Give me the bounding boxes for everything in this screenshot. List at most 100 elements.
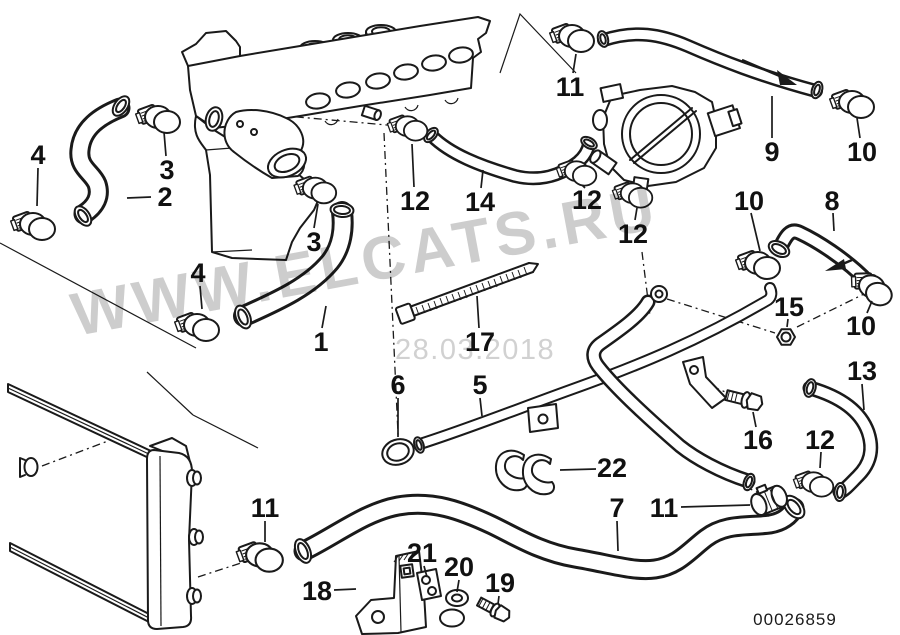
callout-leader-17 [476, 295, 480, 329]
callout-7[interactable]: 7 [609, 493, 624, 523]
callout-leader-3 [163, 131, 167, 157]
bolt-16 [724, 389, 764, 412]
hose-2 [69, 95, 131, 227]
callout-leader-3 [313, 203, 319, 229]
throttle-connector [706, 104, 743, 138]
callout-19[interactable]: 19 [485, 568, 515, 598]
callout-8[interactable]: 8 [824, 186, 839, 216]
callout-17[interactable]: 17 [465, 327, 495, 357]
callout-leader-2 [126, 196, 152, 199]
callout-leader-22 [559, 468, 597, 471]
callout-13[interactable]: 13 [847, 356, 877, 386]
callout-leader-8 [832, 212, 835, 232]
callout-leader-19 [497, 595, 500, 605]
callout-11[interactable]: 11 [251, 493, 280, 523]
head-band [187, 16, 491, 129]
callout-5[interactable]: 5 [472, 370, 487, 400]
callout-4[interactable]: 4 [190, 258, 205, 288]
intake-ports [305, 46, 474, 110]
callout-16[interactable]: 16 [743, 425, 773, 455]
hose-13 [802, 378, 879, 502]
radiator-end-tank [146, 449, 193, 630]
clamp-11-radiator [234, 540, 284, 573]
clip-21 [416, 568, 442, 601]
callout-leader-20 [456, 579, 460, 593]
radiator-nipples [186, 469, 204, 605]
engine-nipple [360, 104, 382, 122]
callout-leader-12 [411, 143, 415, 188]
engine-cylinder-head [181, 16, 491, 261]
radiator-drain-plug [19, 457, 39, 478]
callout-leader-12 [634, 207, 638, 221]
callout-leader-15 [786, 318, 789, 328]
hose-7 [293, 493, 806, 581]
callout-4[interactable]: 4 [30, 140, 45, 170]
callout-12[interactable]: 12 [400, 186, 430, 216]
callout-3[interactable]: 3 [306, 227, 321, 257]
callout-12[interactable]: 12 [572, 185, 602, 215]
callout-12[interactable]: 12 [805, 425, 835, 455]
callout-leader-1 [321, 305, 327, 329]
callout-3[interactable]: 3 [159, 155, 174, 185]
clamp-4-upper [8, 210, 56, 241]
callout-leader-4 [199, 285, 203, 310]
clamp-12-a [385, 113, 429, 142]
callout-leader-11 [680, 504, 751, 508]
callout-18[interactable]: 18 [302, 576, 332, 606]
flow-arrow [741, 58, 797, 85]
callout-9[interactable]: 9 [764, 137, 779, 167]
nut-15 [776, 328, 796, 346]
watermark-layer: WWW.ELCATS.RU 28.03.2018 [66, 173, 664, 366]
grommet-20 [439, 589, 469, 628]
flow-arrow [825, 258, 853, 271]
callout-21[interactable]: 21 [407, 538, 437, 568]
callout-20[interactable]: 20 [444, 552, 474, 582]
callout-leader-18 [333, 588, 357, 591]
callout-22[interactable]: 22 [597, 453, 627, 483]
thermostat-housing [204, 106, 308, 179]
callout-11[interactable]: 11 [650, 493, 679, 523]
clamp-11-top [547, 22, 595, 53]
water-pipe-5b [586, 285, 756, 492]
callout-6[interactable]: 6 [390, 370, 405, 400]
callout-11[interactable]: 11 [556, 72, 585, 102]
clamp-10-a [827, 88, 875, 119]
radiator [7, 383, 204, 630]
callout-10[interactable]: 10 [847, 137, 877, 167]
callout-leader-10 [866, 300, 873, 314]
callout-10[interactable]: 10 [846, 311, 876, 341]
water-pipe-5 [413, 282, 778, 454]
section-lines [0, 12, 865, 578]
callout-14[interactable]: 14 [465, 187, 495, 217]
clamp-22-holder [494, 449, 556, 496]
clamp-12-d [791, 469, 835, 498]
callout-leader-13 [861, 383, 865, 411]
coupling-11 [750, 483, 788, 517]
callout-1[interactable]: 1 [313, 327, 328, 357]
clamp-12-b [554, 158, 598, 187]
callout-leader-4 [36, 167, 39, 207]
document-number: 00026859 [753, 610, 837, 629]
o-ring-6 [381, 438, 415, 466]
callout-leader-7 [616, 520, 619, 552]
callout-leader-14 [480, 169, 484, 189]
hose-1 [233, 201, 355, 330]
callout-leader-10 [856, 117, 861, 139]
callout-leader-21 [423, 565, 428, 578]
clamp-3-upper [133, 103, 181, 134]
hose-9 [596, 27, 824, 100]
callout-12[interactable]: 12 [618, 219, 648, 249]
callout-leader-16 [752, 411, 757, 428]
callout-2[interactable]: 2 [157, 182, 172, 212]
callout-leader-11 [572, 53, 577, 74]
hose-14 [423, 126, 598, 186]
bracket-16-plate [682, 356, 727, 409]
callout-10[interactable]: 10 [734, 186, 764, 216]
callout-leader-5 [479, 397, 483, 417]
throttle-body [589, 83, 743, 202]
screw-19 [475, 596, 511, 623]
callout-leader-12 [581, 184, 586, 189]
callout-15[interactable]: 15 [774, 292, 804, 322]
